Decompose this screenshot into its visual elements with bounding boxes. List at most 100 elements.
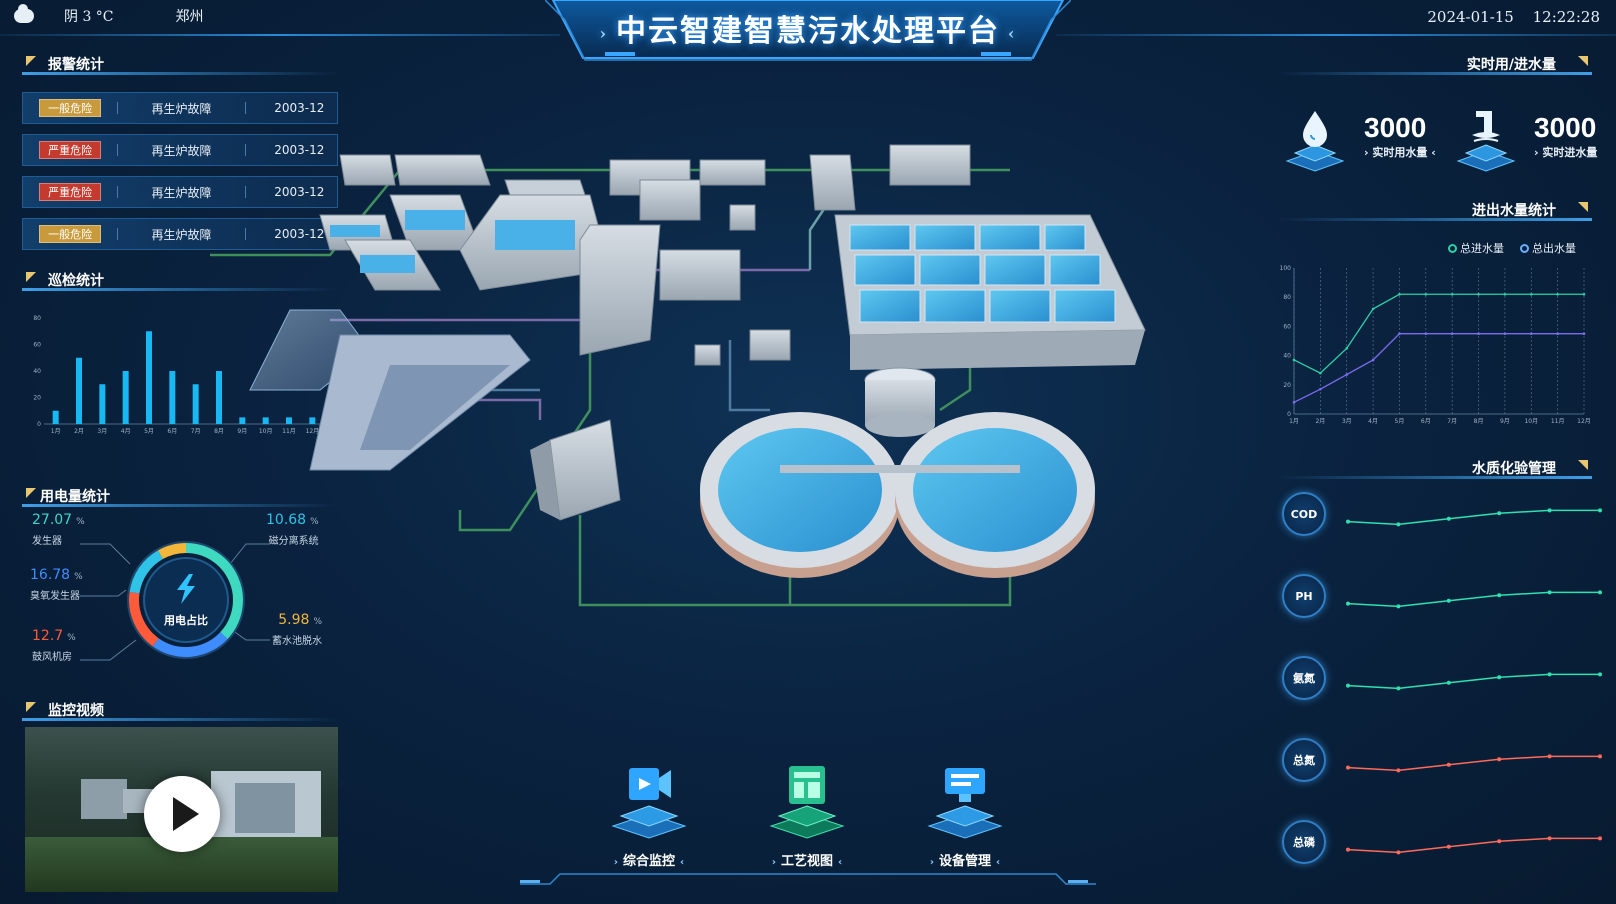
water-drop-icon (1285, 111, 1345, 172)
corner-marker-icon (26, 488, 36, 498)
power-value: 10.68 (266, 512, 307, 528)
trend-point (1396, 768, 1401, 773)
top-divider-right (1056, 34, 1616, 36)
series-point (1556, 332, 1559, 335)
series-point (1529, 292, 1533, 296)
series-point (1424, 292, 1428, 296)
inspection-section-title: 巡检统计 (48, 273, 104, 289)
x-tick-label: 4月 (121, 428, 131, 435)
trend-point (1346, 683, 1350, 688)
donut-outer-ring (127, 541, 245, 659)
alarm-date: 2003-12 (274, 101, 325, 115)
indicator-trend-line (1346, 836, 1602, 855)
nav-process-view[interactable]: ›工艺视图‹ (752, 760, 862, 869)
bar (192, 384, 199, 424)
alarm-date: 2003-12 (274, 143, 325, 157)
series-point (1477, 332, 1480, 335)
realtime-water-section-title: 实时用/进水量 (1466, 57, 1556, 73)
fault-text: 再生炉故障 (151, 101, 212, 116)
stat-label: › 实时用水量 ‹ (1364, 146, 1436, 159)
trend-point (1446, 680, 1451, 685)
y-tick-label: 60 (33, 342, 41, 349)
x-tick-label: 6月 (167, 428, 177, 435)
corner-marker-icon (26, 272, 36, 282)
trend-point (1446, 598, 1451, 603)
water-quality-row[interactable]: PH (1280, 572, 1606, 622)
nav-label: 设备管理 (938, 854, 991, 869)
nav-label: 工艺视图 (780, 854, 833, 869)
trend-point (1598, 754, 1602, 759)
plant-3d-scene[interactable] (210, 140, 1250, 650)
water-quality-row[interactable]: 总磷 (1280, 818, 1606, 868)
corner-marker-icon (1578, 460, 1588, 470)
danger-level-badge: 严重危险 (39, 141, 102, 159)
legend-outflow[interactable]: 总出水量 (1520, 240, 1576, 256)
power-value: 12.7 (32, 628, 64, 644)
video-camera-icon (611, 768, 687, 839)
weather-widget: 阴 3 °C 郑州 (14, 4, 204, 26)
nav-comprehensive-monitoring[interactable]: ›综合监控‹ (594, 760, 704, 869)
water-quality-row[interactable]: COD (1280, 490, 1606, 540)
bottom-frame (520, 873, 1096, 885)
series-point (1398, 332, 1401, 335)
power-label: 磁分离系统 (268, 536, 319, 547)
indicator-trend-line (1346, 508, 1602, 527)
inout-section-header: 进出水量统计 (1276, 198, 1592, 224)
danger-level-badge: 一般危险 (39, 225, 102, 243)
water-quality-row[interactable]: 氨氮 (1280, 654, 1606, 704)
top-divider-left (0, 34, 560, 36)
legend-inflow[interactable]: 总进水量 (1448, 240, 1504, 256)
water-quality-section-title: 水质化验管理 (1472, 461, 1556, 477)
page-title-text: 中云智建智慧污水处理平台 (616, 14, 1000, 49)
realtime-water-section-header: 实时用/进水量 (1276, 52, 1592, 78)
stat-label: › 实时进水量 (1534, 146, 1598, 159)
alarm-row[interactable]: 一般危险 再生炉故障 2003-12 (22, 92, 338, 124)
power-section-title: 用电量统计 (40, 489, 110, 505)
fault-text: 再生炉故障 (151, 185, 212, 200)
alarm-row[interactable]: 一般危险 再生炉故障 2003-12 (22, 218, 338, 250)
bar (286, 417, 292, 424)
alarm-date: 2003-12 (274, 227, 325, 241)
trend-point (1497, 675, 1502, 680)
water-quality-list: COD PH 氨氮总氮总磷 (1280, 490, 1606, 870)
donut-slice (129, 591, 159, 647)
power-unit: % (67, 633, 76, 643)
water-quality-row[interactable]: 总氮 (1280, 736, 1606, 786)
series-point (1582, 292, 1586, 296)
trend-polyline (1347, 673, 1600, 690)
series-point (1371, 358, 1375, 362)
y-tick-label: 40 (33, 368, 41, 375)
stat-label-text: 实时进水量 (1542, 146, 1598, 159)
x-tick-label: 12月 (1577, 418, 1591, 425)
series-point (1292, 358, 1296, 362)
trend-point (1446, 762, 1451, 767)
series-line (1293, 293, 1584, 374)
video-section-title: 监控视频 (48, 703, 104, 719)
series-point (1556, 292, 1559, 296)
play-icon (173, 797, 199, 831)
indicator-badge: 总氮 (1282, 738, 1326, 782)
bar (122, 371, 129, 424)
faucet-icon (1456, 111, 1516, 172)
stat-value: 3000 (1364, 112, 1427, 143)
play-button[interactable] (144, 776, 220, 852)
donut-slice (158, 543, 187, 560)
alarm-row[interactable]: 严重危险 再生炉故障 2003-12 (22, 176, 338, 208)
x-tick-label: 3月 (97, 428, 107, 435)
power-item-ozone-generator: 16.78% 臭氧发生器 (30, 567, 83, 602)
inout-legend: 总进水量 总出水量 (1448, 240, 1576, 256)
legend-label: 总进水量 (1460, 242, 1504, 255)
corner-marker-icon (26, 56, 36, 66)
x-tick-label: 3月 (1342, 418, 1352, 425)
alarm-row[interactable]: 严重危险 再生炉故障 2003-12 (22, 134, 338, 166)
nav-device-management[interactable]: ›设备管理‹ (910, 760, 1020, 869)
x-tick-label: 10月 (1524, 418, 1538, 425)
power-item-generator: 27.07% 发生器 (32, 512, 85, 547)
series-line (1293, 333, 1584, 403)
weather-temperature: 阴 3 °C (64, 9, 114, 25)
trend-point (1396, 850, 1401, 855)
trend-point (1547, 836, 1552, 841)
legend-dot-icon (1520, 243, 1529, 253)
